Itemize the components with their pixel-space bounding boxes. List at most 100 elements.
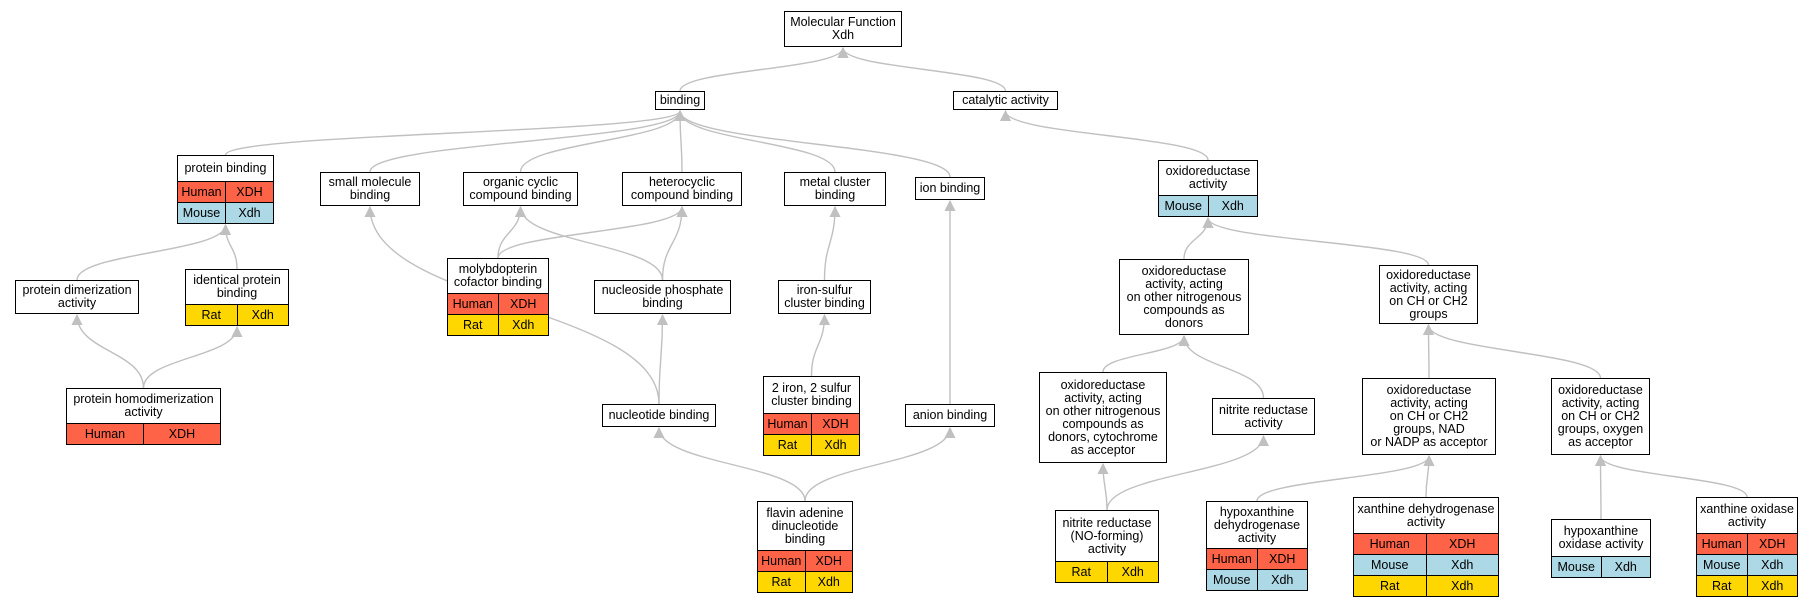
node-nitrite-red[interactable]: nitrite reductase activity <box>1212 398 1315 435</box>
gene-symbol: XDH <box>1425 534 1499 554</box>
node-label: Molecular Function Xdh <box>790 15 896 42</box>
gene-symbol: Xdh <box>1425 555 1499 575</box>
node-iron-sulfur[interactable]: iron-sulfur cluster binding <box>778 280 871 314</box>
gene-symbol: Xdh <box>1256 570 1308 590</box>
edge-nitrite-no-to-nitrite-red <box>1106 434 1270 511</box>
species-name: Human <box>1211 552 1252 566</box>
node-ion-binding[interactable]: ion binding <box>915 177 985 200</box>
node-protein-dimer[interactable]: protein dimerization activity <box>15 280 139 314</box>
node-label: hypoxanthine oxidase activity <box>1558 524 1644 551</box>
gene-symbol: XDH <box>1256 549 1308 569</box>
node-label: identical protein binding <box>193 273 281 300</box>
node-label: 2 iron, 2 sulfur cluster binding <box>771 381 852 408</box>
edge-hypox-dehydro-to-ox-ch-nad <box>1256 454 1435 502</box>
node-label: oxidoreductase activity, acting on CH or… <box>1370 383 1488 449</box>
node-anion[interactable]: anion binding <box>905 404 995 427</box>
node-binding[interactable]: binding <box>655 91 705 110</box>
node-heterocyclic[interactable]: heterocyclic compound binding <box>622 172 742 206</box>
edge-nucleoside-phosphate-to-organic-cyclic <box>514 205 664 281</box>
species-row-human: Human XDH <box>1207 548 1307 569</box>
gene-symbol: Xdh <box>811 435 859 455</box>
node-ox-ch[interactable]: oxidoreductase activity, acting on CH or… <box>1379 265 1478 324</box>
gene-symbol: Xdh <box>1425 576 1499 596</box>
node-ox-ch-nad[interactable]: oxidoreductase activity, acting on CH or… <box>1362 378 1496 455</box>
edge-molybdopterin-to-heterocyclic <box>497 205 688 259</box>
node-ox-nitro-cyto[interactable]: oxidoreductase activity, acting on other… <box>1039 372 1167 463</box>
node-mf[interactable]: Molecular Function Xdh <box>784 11 902 47</box>
node-metal-cluster[interactable]: metal cluster binding <box>784 172 886 206</box>
species-name: Human <box>181 185 222 199</box>
species-name: Human <box>767 417 808 431</box>
node-label: oxidoreductase activity, acting on other… <box>1126 263 1242 330</box>
edge-nucleoside-phosphate-to-heterocyclic <box>661 205 688 281</box>
species-name: Rat <box>777 438 798 452</box>
gene-symbol: XDH <box>804 551 853 571</box>
node-label: anion binding <box>912 408 988 422</box>
edge-protein-binding-to-binding <box>224 109 686 156</box>
species-name: Mouse <box>1212 573 1251 587</box>
node-label: metal cluster binding <box>799 175 871 202</box>
species-name: Human <box>452 297 493 311</box>
edge-ion-binding-to-binding <box>674 109 951 178</box>
edge-small-molecule-to-binding <box>369 109 686 173</box>
node-label: oxidoreductase activity, acting on CH or… <box>1386 267 1471 321</box>
node-ox-nitrogenous[interactable]: oxidoreductase activity, acting on other… <box>1119 259 1249 335</box>
edge-metal-cluster-to-binding <box>674 109 836 173</box>
node-label: nitrite reductase activity <box>1219 402 1308 430</box>
edge-nitrite-red-to-ox-nitrogenous <box>1178 334 1265 399</box>
gene-symbol: XDH <box>497 294 549 314</box>
node-label: binding <box>659 93 701 107</box>
node-nucleoside-phosphate[interactable]: nucleoside phosphate binding <box>594 280 731 314</box>
node-ox-ch-oxygen[interactable]: oxidoreductase activity, acting on CH or… <box>1551 378 1650 455</box>
gene-symbol: Xdh <box>1746 576 1798 596</box>
edge-identical-protein-to-protein-binding <box>219 223 238 270</box>
species-name: Rat <box>771 575 791 589</box>
edge-two-iron-to-iron-sulfur <box>810 313 831 377</box>
node-label: flavin adenine dinucleotide binding <box>766 505 844 546</box>
edge-catalytic-to-mf <box>837 46 1007 92</box>
node-label: protein binding <box>184 161 267 175</box>
edge-protein-dimer-to-protein-binding <box>76 223 232 281</box>
edge-xanthine-dehydro-to-ox-ch-nad <box>1423 454 1435 498</box>
species-name: Rat <box>1071 565 1091 579</box>
edge-fad-to-anion <box>804 426 956 502</box>
gene-symbol: Xdh <box>804 572 853 592</box>
node-label: heterocyclic compound binding <box>630 175 734 202</box>
node-label: protein dimerization activity <box>22 283 132 310</box>
node-catalytic[interactable]: catalytic activity <box>953 91 1058 110</box>
species-name: Rat <box>463 318 483 332</box>
node-label: nucleoside phosphate binding <box>601 283 724 310</box>
node-small-molecule[interactable]: small molecule binding <box>320 172 420 206</box>
node-nucleotide[interactable]: nucleotide binding <box>602 404 716 427</box>
node-organic-cyclic[interactable]: organic cyclic compound binding <box>463 172 578 206</box>
node-label: oxidoreductase activity, acting on other… <box>1045 377 1161 457</box>
gene-symbol: Xdh <box>236 305 289 325</box>
